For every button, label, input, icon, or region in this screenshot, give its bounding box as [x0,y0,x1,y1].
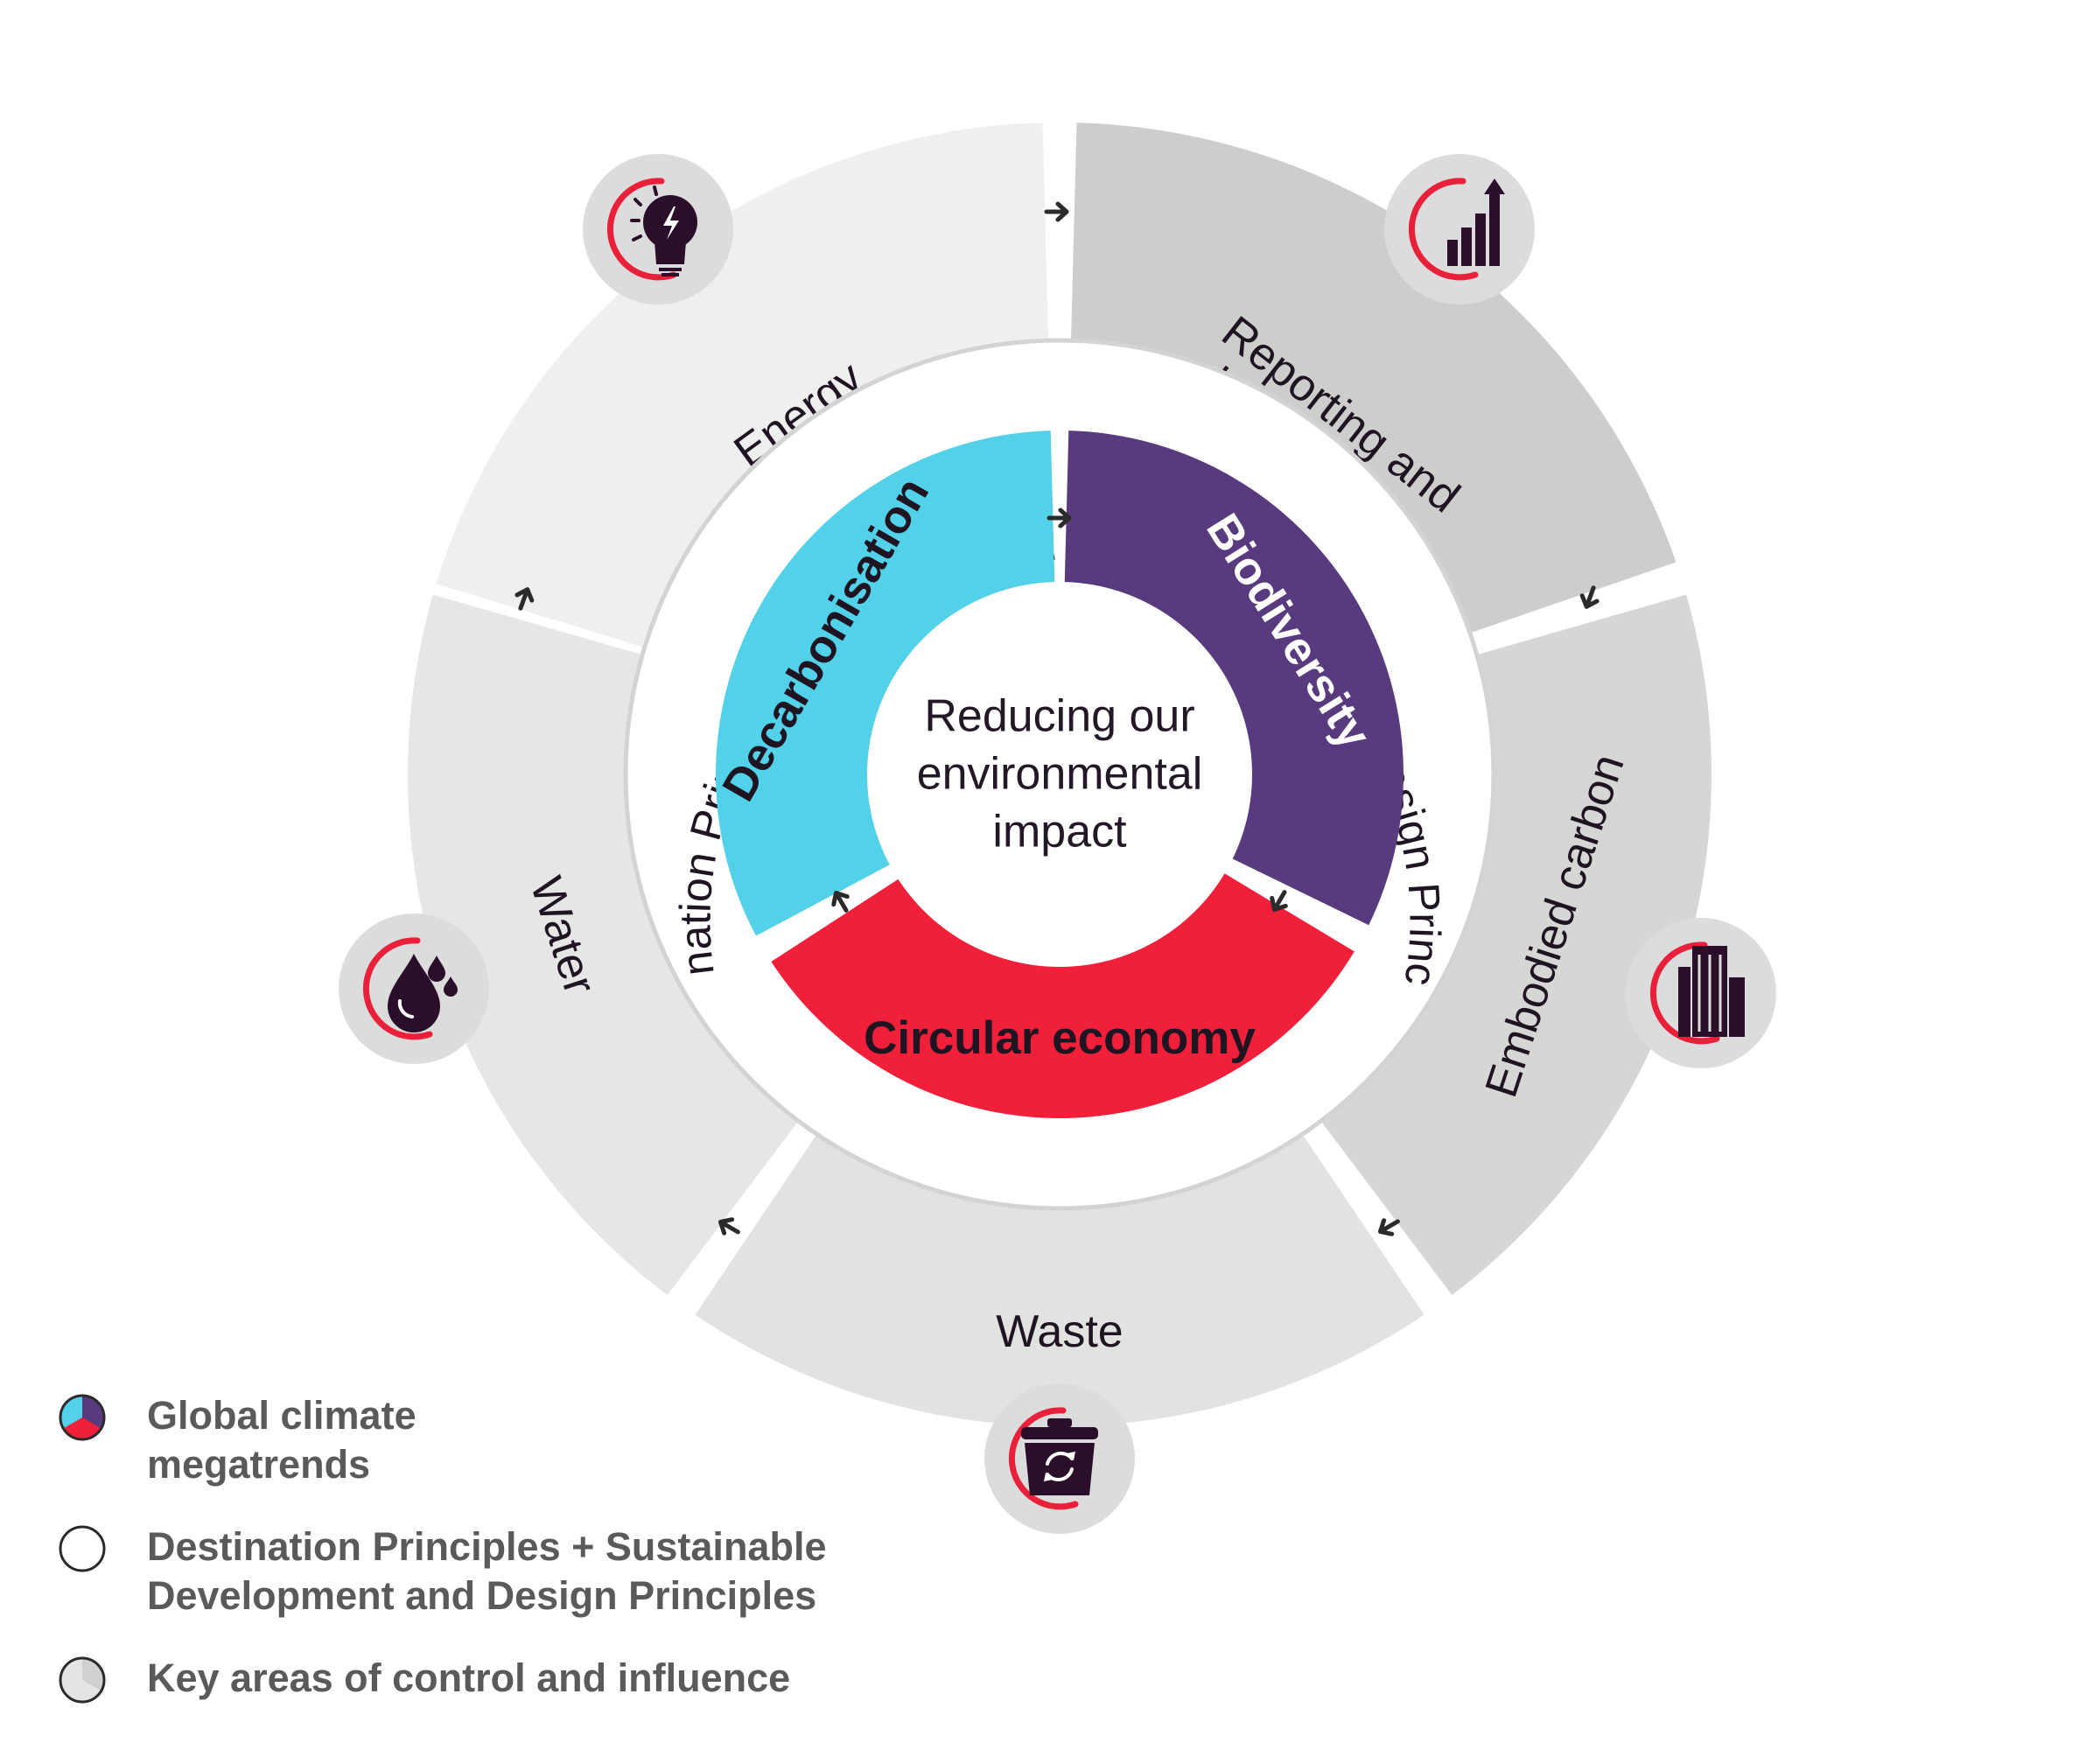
key-area-label-line: Waste [996,1306,1123,1357]
key-area-segment-shape [695,1096,1424,1426]
center-statement: Reducing our environmental impact [917,691,1203,858]
center-statement-line: Reducing our [924,691,1194,742]
megatrend-segment: Circular economy [771,873,1354,1118]
megatrend-segment: Decarbonisation [712,430,1055,936]
grey-circle-swatch-icon [59,1656,106,1704]
flow-arrow-icon [1377,1218,1400,1236]
flow-arrow-icon [718,1217,740,1236]
key-area-label: Waste [996,1306,1123,1357]
legend-label-line: Key areas of control and influence [147,1656,791,1700]
megatrend-segment-shape [1064,430,1404,926]
key-area-segment: Waste [695,1096,1424,1426]
lightbulb-icon [583,154,733,304]
flow-arrow-icon [1270,890,1288,913]
legend-item-principles: Destination Principles + Sustainable Dev… [58,1522,933,1620]
key-area-icons [339,154,1776,1534]
bar-chart-growth-icon [1384,154,1535,304]
key-area-segment-shape [436,122,1050,662]
key-area-segment: Embodied carbon [1292,594,1712,1295]
megatrend-label: Circular economy [864,1012,1256,1064]
white-circle-swatch-icon [59,1525,106,1572]
key-area-segment-shape [1069,122,1676,648]
legend-item-key-areas: Key areas of control and influence [58,1654,933,1704]
legend-label-line: megatrends [147,1442,371,1487]
center-statement-line: impact [992,807,1127,858]
recycling-bin-icon [984,1383,1135,1534]
center-statement-line: environmental [917,749,1203,800]
flow-arrow-icon [831,890,850,913]
buildings-icon [1626,918,1776,1068]
pie-swatch-icon [59,1394,106,1441]
legend-label-line: Destination Principles + Sustainable [147,1524,827,1569]
megatrend-segment: Biodiversity [1064,430,1404,926]
flow-arrow-icon [1579,585,1600,609]
key-area-segment: Water [408,594,827,1295]
flow-arrow-icon [1046,508,1072,528]
legend-label-line: Development and Design Principles [147,1573,817,1618]
flow-arrow-icon [514,587,535,611]
legend-item-megatrends: Global climate megatrends [58,1391,933,1489]
key-area-segment-shape [408,594,827,1295]
flow-arrows [514,201,1600,1236]
key-area-segment-shape [1292,594,1712,1295]
megatrend-segment-shape [715,430,1055,936]
flow-arrow-icon [1044,201,1069,222]
megatrend-segment-shape [771,873,1354,1118]
legend: Global climate megatrends Destination Pr… [58,1391,933,1738]
legend-label-line: Global climate [147,1393,416,1438]
water-drop-icon [339,914,489,1064]
